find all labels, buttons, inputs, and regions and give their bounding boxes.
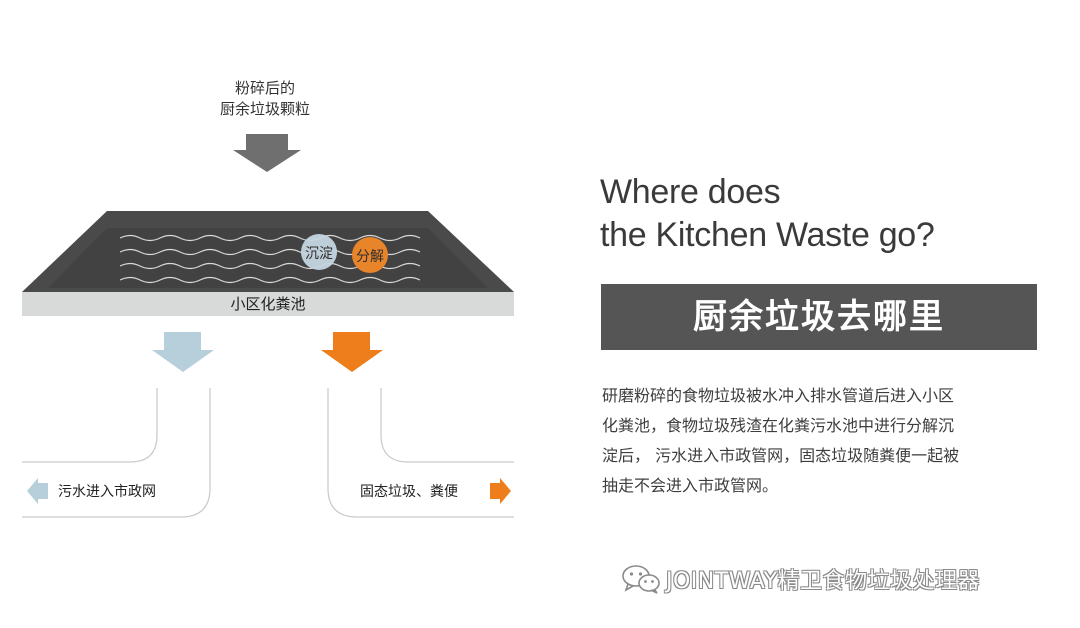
water-waves bbox=[119, 234, 421, 284]
septic-tank bbox=[22, 211, 514, 316]
settle-badge-circle bbox=[301, 234, 337, 270]
input-label-line-2: 厨余垃圾颗粒 bbox=[219, 100, 310, 118]
english-title: Where does the Kitchen Waste go? bbox=[600, 171, 935, 257]
left-output-label: 污水进入市政网 bbox=[58, 484, 156, 500]
description-line-4: 抽走不会进入市政管网。 bbox=[602, 476, 779, 495]
settle-badge-label: 沉淀 bbox=[305, 246, 333, 262]
description-line-1: 研磨粉碎的食物垃圾被水冲入排水管道后进入小区 bbox=[602, 386, 955, 405]
flow-diagram bbox=[22, 134, 514, 518]
arrow-right-orange-icon bbox=[490, 478, 511, 504]
english-title-line-1: Where does bbox=[600, 173, 781, 211]
input-label: 粉碎后的 厨余垃圾颗粒 bbox=[190, 78, 340, 120]
decompose-badge-label: 分解 bbox=[356, 249, 384, 265]
description-line-2: 化粪池，食物垃圾残渣在化粪污水池中进行分解沉 bbox=[602, 416, 955, 435]
footer-watermark: JOINTWAY精卫食物垃圾处理器 bbox=[620, 563, 980, 595]
arrow-down-gray-icon bbox=[233, 134, 301, 172]
chinese-title-banner: 厨余垃圾去哪里 bbox=[601, 284, 1037, 350]
decompose-badge-circle bbox=[352, 237, 388, 273]
english-title-line-2: the Kitchen Waste go? bbox=[600, 216, 935, 254]
arrow-down-blue-icon bbox=[152, 332, 214, 372]
arrow-left-blue-icon bbox=[27, 478, 48, 504]
footer-text: JOINTWAY精卫食物垃圾处理器 bbox=[666, 569, 981, 594]
input-label-line-1: 粉碎后的 bbox=[234, 79, 295, 97]
right-output-label: 固态垃圾、粪便 bbox=[360, 484, 458, 500]
right-pipe bbox=[327, 388, 514, 518]
left-pipe bbox=[22, 388, 211, 518]
tank-label: 小区化粪池 bbox=[230, 295, 306, 313]
description: 研磨粉碎的食物垃圾被水冲入排水管道后进入小区 化粪池，食物垃圾残渣在化粪污水池中… bbox=[602, 381, 1042, 501]
wechat-icon bbox=[622, 565, 660, 594]
description-line-3: 淀后， 污水进入市政管网，固态垃圾随粪便一起被 bbox=[602, 446, 960, 465]
arrow-down-orange-icon bbox=[321, 332, 383, 372]
